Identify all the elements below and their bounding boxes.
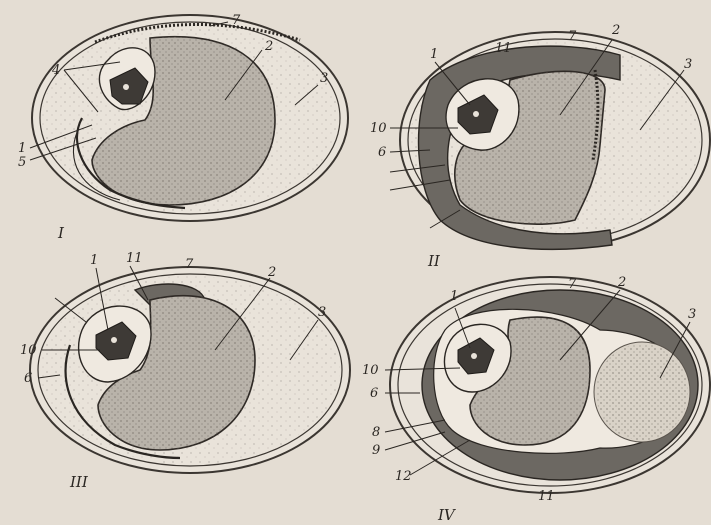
embryo-eye-I bbox=[123, 84, 129, 90]
label-7-I: 7 bbox=[232, 13, 241, 28]
label-2-III: 2 bbox=[611, 23, 620, 38]
label-5-I: 5 bbox=[18, 155, 26, 170]
label-1-IV: 1 bbox=[450, 289, 458, 304]
label-6-IV: 6 bbox=[370, 386, 378, 401]
roman-label-II: III bbox=[69, 473, 89, 491]
panel-IV: 7 1 2 3 10 6 8 9 12 11 IV bbox=[362, 275, 710, 524]
embryo-eye-II bbox=[111, 337, 117, 343]
label-12-IV: 12 bbox=[395, 469, 412, 484]
label-10-II: 10 bbox=[20, 343, 37, 358]
roman-label-IV: IV bbox=[437, 506, 457, 524]
label-3-I: 3 bbox=[320, 71, 328, 86]
roman-label-I: I bbox=[57, 224, 65, 242]
roman-label-III: II bbox=[427, 252, 441, 270]
label-7-III: 7 bbox=[568, 29, 577, 44]
panel-I: 7 2 3 4 1 5 I bbox=[18, 13, 348, 242]
label-4-I: 4 bbox=[51, 63, 60, 78]
label-10-IV: 10 bbox=[362, 363, 379, 378]
label-2-I: 2 bbox=[264, 39, 273, 54]
embryo-eye-IV bbox=[471, 353, 477, 359]
label-1-III: 1 bbox=[430, 47, 438, 62]
label-6-III: 6 bbox=[378, 145, 386, 160]
label-11-IV: 11 bbox=[538, 489, 555, 504]
label-8-IV: 8 bbox=[372, 425, 380, 440]
panel-II: 7 11 1 2 3 10 6 III bbox=[20, 251, 350, 491]
albumen-stipple-IV bbox=[596, 344, 688, 440]
panel-III: 11 7 2 3 1 10 6 II bbox=[370, 23, 710, 270]
label-3-IV: 3 bbox=[688, 307, 696, 322]
label-3-III: 3 bbox=[684, 57, 692, 72]
label-1-II: 1 bbox=[90, 253, 98, 268]
label-6-II: 6 bbox=[24, 371, 32, 386]
label-1-I: 1 bbox=[18, 141, 26, 156]
label-3-II: 3 bbox=[318, 305, 326, 320]
label-7-II: 7 bbox=[185, 257, 194, 272]
label-10-III: 10 bbox=[370, 121, 387, 136]
label-2-IV: 2 bbox=[617, 275, 626, 290]
label-7-IV: 7 bbox=[568, 277, 577, 292]
label-11-II: 11 bbox=[126, 251, 143, 266]
embryo-eye-III bbox=[473, 111, 479, 117]
label-2-II: 2 bbox=[267, 265, 276, 280]
label-9-IV: 9 bbox=[372, 443, 380, 458]
label-11-III: 11 bbox=[495, 41, 512, 56]
